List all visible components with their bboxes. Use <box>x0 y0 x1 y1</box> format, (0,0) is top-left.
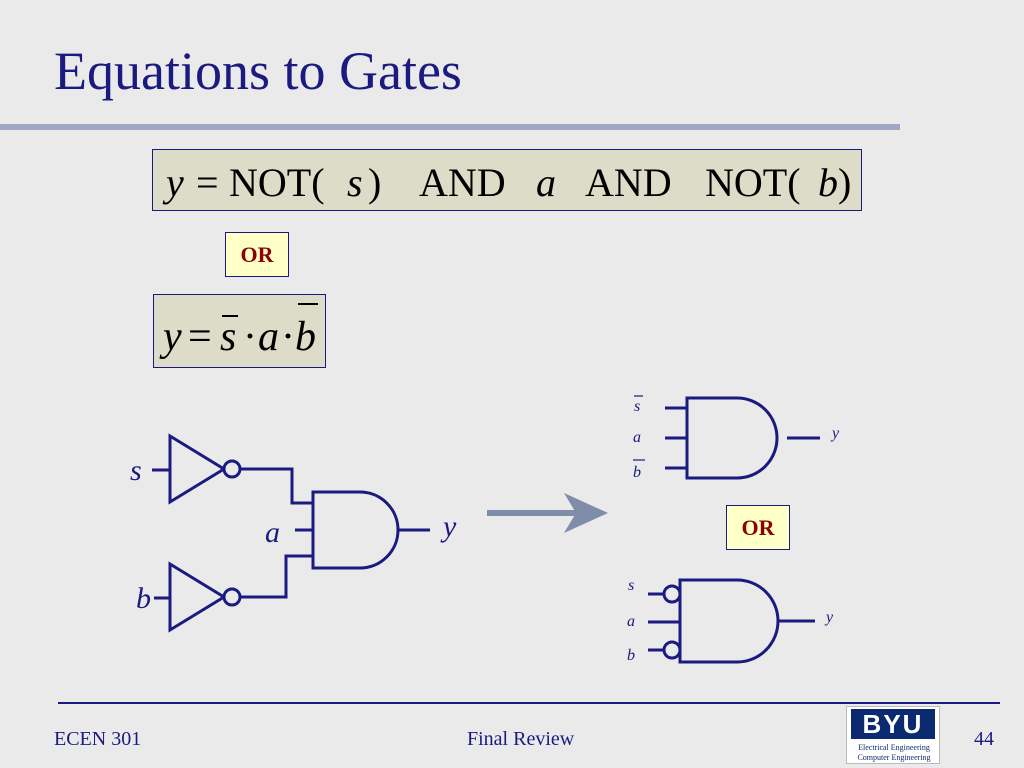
byu-logo-line2: Computer Engineering <box>857 753 931 762</box>
left-label-s: s <box>130 454 142 487</box>
left-circuit <box>152 433 430 633</box>
right-top-labels: s a b y <box>633 398 840 481</box>
left-label-a: a <box>265 516 280 549</box>
footer-divider <box>58 702 1000 704</box>
and-gate-bottom-icon <box>678 578 780 664</box>
equation2-text: y = s · a · b <box>159 314 316 360</box>
eq1-equals: = <box>196 160 219 205</box>
rb-bubble-s-icon <box>662 584 682 604</box>
equation-box-words <box>152 149 862 211</box>
rb-label-y: y <box>824 609 834 626</box>
not-gate-b-icon <box>168 561 227 633</box>
rb-label-s: s <box>628 577 634 594</box>
byu-logo-line1: Electrical Engineering <box>858 743 930 752</box>
and-gate-top-icon <box>685 396 779 480</box>
footer-course: ECEN 301 <box>54 728 142 750</box>
right-bottom-circuit <box>648 578 815 664</box>
rb-label-b: b <box>627 647 635 664</box>
eq2-equals: = <box>188 314 212 360</box>
not-gate-s-icon <box>168 433 227 505</box>
transform-arrow-icon <box>487 493 608 533</box>
eq1-s: s <box>347 160 363 205</box>
footer-title: Final Review <box>467 728 575 750</box>
rt-label-b: b <box>633 464 641 481</box>
eq1-b: b <box>818 160 838 205</box>
eq1-not-open-2: NOT( <box>705 160 801 205</box>
equation-box-symbolic <box>153 294 326 368</box>
rb-bubble-b-icon <box>662 640 682 660</box>
right-top-circuit <box>665 396 820 480</box>
wire-s-to-and <box>240 467 313 505</box>
eq1-and1: AND <box>419 160 506 205</box>
inverter-bubble-s-icon <box>222 459 242 479</box>
rt-label-a: a <box>633 429 641 446</box>
or-badge-bottom: OR <box>726 505 790 550</box>
eq1-y: y <box>162 160 184 205</box>
byu-logo-word: BYU <box>851 709 935 739</box>
eq1-not-open: NOT( <box>229 160 325 205</box>
left-label-b: b <box>136 582 151 615</box>
eq2-a: a <box>258 314 279 360</box>
rb-label-a: a <box>627 613 635 630</box>
title-divider <box>0 124 900 130</box>
left-label-y: y <box>440 510 457 543</box>
eq2-dot2: · <box>281 314 295 360</box>
eq2-dot1: · <box>243 314 257 360</box>
eq1-close-2: ) <box>838 160 851 205</box>
eq1-and2: AND <box>585 160 672 205</box>
eq2-s: s <box>220 314 236 360</box>
eq2-y: y <box>159 314 182 360</box>
inverter-bubble-b-icon <box>222 587 242 607</box>
rt-label-y: y <box>830 425 840 442</box>
eq1-close: ) <box>368 160 381 205</box>
and-gate-left-icon <box>311 490 400 570</box>
slide-title: Equations to Gates <box>54 41 462 101</box>
rt-label-s: s <box>634 398 640 415</box>
right-bottom-labels: s a b y <box>627 577 834 664</box>
left-circuit-labels: s a b y <box>130 454 457 615</box>
byu-logo: BYU Electrical Engineering Computer Engi… <box>846 706 940 764</box>
or-badge-top: OR <box>225 232 289 277</box>
equation1-text: y = NOT( s ) AND a AND NOT( b ) <box>162 160 851 205</box>
page-number: 44 <box>974 728 994 750</box>
wire-b-to-and <box>240 554 313 599</box>
eq1-a: a <box>536 160 556 205</box>
eq2-b: b <box>295 314 316 360</box>
